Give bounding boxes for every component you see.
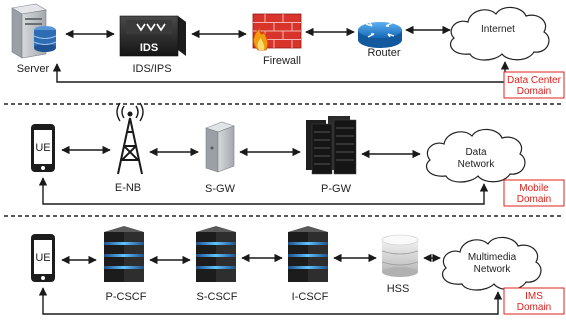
ue-phone-icon: UE xyxy=(31,124,55,172)
data-network-label-2: Network xyxy=(458,159,496,170)
firewall-icon xyxy=(252,13,302,51)
data-network-cloud: Data Network xyxy=(425,128,526,183)
multimedia-network-cloud: Multimedia Network xyxy=(441,236,542,291)
return-link-ims xyxy=(38,287,503,315)
scscf-label: S-CSCF xyxy=(197,291,238,303)
sgw-label: S-GW xyxy=(205,183,236,195)
internet-label: Internet xyxy=(481,24,515,35)
pgw-label: P-GW xyxy=(321,183,352,195)
internet-cloud: Internet xyxy=(449,6,550,61)
data-center-domain-label-1: Data Center xyxy=(507,75,562,86)
scscf-server-icon xyxy=(196,226,236,282)
pcscf-label: P-CSCF xyxy=(106,291,147,303)
mobile-domain-label-1: Mobile xyxy=(519,183,549,194)
router-label: Router xyxy=(367,47,400,59)
ue-label-mobile: UE xyxy=(35,142,50,154)
ids-box-label: IDS xyxy=(140,42,158,54)
enb-tower-icon xyxy=(116,102,144,175)
ids-appliance-icon: IDS xyxy=(119,15,186,57)
firewall-label: Firewall xyxy=(263,55,301,67)
enb-label: E-NB xyxy=(115,182,141,194)
sgw-server-icon xyxy=(205,121,235,173)
hss-label: HSS xyxy=(387,283,410,295)
data-network-label-1: Data xyxy=(465,147,487,158)
ims-domain: UE P-CSCF S-CSCF xyxy=(31,226,565,315)
pcscf-server-icon xyxy=(104,226,144,282)
router-icon xyxy=(358,22,402,48)
ids-ips-label: IDS/IPS xyxy=(132,63,171,75)
multimedia-network-label-2: Network xyxy=(474,264,512,275)
return-link-mobile xyxy=(38,177,489,205)
mobile-domain: UE E-NB S-GW P-GW Data xyxy=(31,102,565,207)
icscf-label: I-CSCF xyxy=(292,291,329,303)
data-center-domain-label-2: Domain xyxy=(517,86,551,97)
multimedia-network-label-1: Multimedia xyxy=(468,252,517,263)
mobile-domain-label-2: Domain xyxy=(517,194,551,205)
data-center-domain-box xyxy=(503,71,565,99)
ims-domain-box xyxy=(503,287,565,315)
ue-label-ims: UE xyxy=(35,252,50,264)
server-label: Server xyxy=(17,63,50,75)
data-center-domain: Server IDS IDS/IPS Firewall Router xyxy=(11,3,565,99)
mobile-domain-box xyxy=(503,179,565,207)
ue-phone-icon: UE xyxy=(31,234,55,282)
pgw-rack-icon xyxy=(306,116,357,175)
icscf-server-icon xyxy=(288,226,328,282)
ims-domain-label-2: Domain xyxy=(517,302,551,313)
ims-domain-label-1: IMS xyxy=(525,291,543,302)
hss-database-icon xyxy=(381,234,419,277)
database-icon xyxy=(33,26,57,52)
